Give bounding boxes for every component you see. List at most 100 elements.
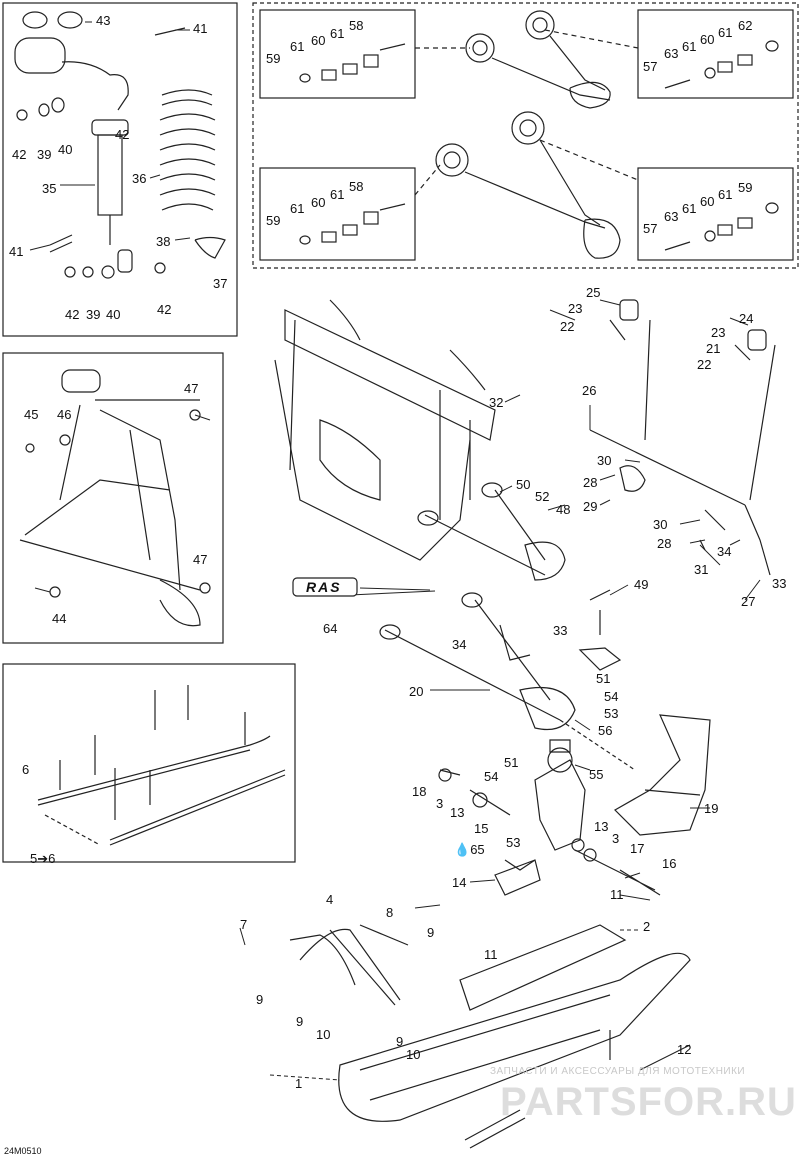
callout-14: 14	[452, 875, 467, 890]
callout-32: 32	[489, 395, 504, 410]
callout-44: 44	[52, 611, 67, 626]
callout-46: 46	[57, 407, 72, 422]
callout-58-ul: 58	[349, 18, 364, 33]
callout-33-right: 33	[772, 576, 787, 591]
callout-9-middle: 9	[296, 1014, 304, 1029]
callout-34-right: 34	[717, 544, 732, 559]
callout-11-right: 11	[610, 887, 624, 902]
callout-23-right: 23	[711, 325, 726, 340]
runner-drawing	[37, 685, 286, 846]
callout-4: 4	[326, 892, 334, 907]
callout-28-top: 28	[583, 475, 598, 490]
callout-7: 7	[240, 917, 248, 932]
callout-34-middle: 34	[452, 637, 467, 652]
bushing-box-lower-right	[637, 167, 794, 261]
callout-60-ll: 60	[311, 195, 326, 210]
callout-56: 56	[598, 723, 613, 738]
callout-9-top: 9	[427, 925, 435, 940]
callout-36: 36	[132, 171, 147, 186]
callout-61-ul-a: 61	[290, 39, 305, 54]
callout-51-top: 51	[596, 671, 611, 686]
callout-22-left: 22	[560, 319, 575, 334]
callout-10-left: 10	[316, 1027, 331, 1042]
bushing-box-upper-left	[259, 9, 416, 99]
chassis-frame-drawing	[274, 299, 496, 561]
callout-65-number: 65	[470, 842, 485, 857]
callout-10-right: 10	[406, 1047, 421, 1062]
callout-54-top: 54	[604, 689, 619, 704]
callout-59-ul: 59	[266, 51, 281, 66]
callout-63-lr: 63	[664, 209, 679, 224]
callout-15: 15	[474, 821, 489, 836]
callout-9-left: 9	[256, 992, 264, 1007]
callout-20: 20	[409, 684, 424, 699]
callout-61-ll-b: 61	[330, 187, 345, 202]
ski-carbide-drawing	[464, 1109, 526, 1149]
bushing-hardware-upper-left	[299, 43, 406, 83]
bushing-hardware-lower-left	[299, 203, 406, 245]
callout-61-ur-a: 61	[682, 39, 697, 54]
diagram-code: 24M0510	[4, 1146, 42, 1156]
ras-logo-text: RAS	[306, 579, 342, 595]
callout-26: 26	[582, 383, 597, 398]
bushing-box-lower-left	[259, 167, 416, 261]
ras-logo: RAS	[292, 576, 358, 598]
callout-19: 19	[704, 801, 719, 816]
callout-61-lr-b: 61	[718, 187, 733, 202]
callout-59-ll: 59	[266, 213, 281, 228]
callout-42-bottom-left: 42	[65, 307, 80, 322]
bushing-hardware-lower-right	[664, 202, 779, 251]
callout-1: 1	[295, 1076, 303, 1091]
sway-bar-drawing	[589, 299, 776, 576]
callout-2: 2	[643, 919, 651, 934]
runner-frame	[2, 663, 296, 863]
callout-22-right: 22	[697, 357, 712, 372]
callout-38: 38	[156, 234, 171, 249]
shock-assembly-frame	[2, 2, 238, 337]
callout-12: 12	[677, 1042, 692, 1057]
callout-48: 48	[556, 502, 571, 517]
callout-50: 50	[516, 477, 531, 492]
callout-24: 24	[739, 311, 754, 326]
callout-33-middle: 33	[553, 623, 568, 638]
callout-59-lr: 59	[738, 180, 753, 195]
callout-60-ur: 60	[700, 32, 715, 47]
callout-60-ul: 60	[311, 33, 326, 48]
suspension-overview-drawing	[19, 369, 211, 627]
callout-28-bottom: 28	[657, 536, 672, 551]
callout-52: 52	[535, 489, 550, 504]
callout-3-right: 3	[612, 831, 620, 846]
callout-53-bottom: 53	[506, 835, 521, 850]
callout-47-top: 47	[184, 381, 199, 396]
spindle-drawing	[438, 589, 661, 896]
callout-30-bottom: 30	[653, 517, 668, 532]
callout-65: 💧65	[454, 842, 485, 857]
callout-9-right: 9	[396, 1034, 404, 1049]
callout-8: 8	[386, 905, 394, 920]
callout-43: 43	[96, 13, 111, 28]
bushing-box-upper-right	[637, 9, 794, 99]
callout-13-right: 13	[594, 819, 609, 834]
ski-drawing	[289, 924, 691, 1122]
callout-17: 17	[630, 841, 645, 856]
callout-29: 29	[583, 499, 598, 514]
callout-62: 62	[738, 18, 753, 33]
shock-absorber-drawing	[14, 11, 226, 279]
callout-58-ll: 58	[349, 179, 364, 194]
callout-49: 49	[634, 577, 649, 592]
callout-18: 18	[412, 784, 427, 799]
callout-30-top: 30	[597, 453, 612, 468]
wear-block-drawing	[494, 859, 541, 896]
ski-leg-drawing	[614, 714, 711, 836]
callout-47-bottom: 47	[193, 552, 208, 567]
callout-60-lr: 60	[700, 194, 715, 209]
callout-54-bottom: 54	[484, 769, 499, 784]
callout-27: 27	[741, 594, 756, 609]
callout-61-ul-b: 61	[330, 26, 345, 41]
callout-40-bottom: 40	[106, 307, 121, 322]
callout-6: 6	[22, 762, 30, 777]
callout-40-top: 40	[58, 142, 73, 157]
callout-21: 21	[706, 341, 721, 356]
callout-leaders	[29, 21, 761, 1081]
